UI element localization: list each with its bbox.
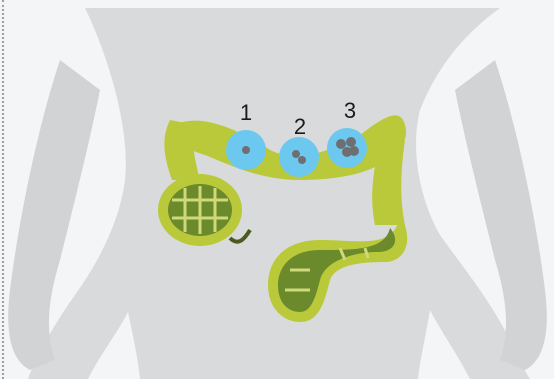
deposit-3-4 <box>349 146 359 156</box>
deposit-3-2 <box>346 137 356 147</box>
body-silhouette <box>28 8 530 379</box>
deposit-2-1 <box>292 150 300 158</box>
marker-label-2: 2 <box>294 114 306 139</box>
deposit-3-1 <box>336 139 346 149</box>
deposit-2-2 <box>298 156 306 164</box>
marker-ring-2 <box>279 137 319 177</box>
marker-label-1: 1 <box>240 100 252 125</box>
deposit-1-1 <box>242 146 250 154</box>
marker-label-3: 3 <box>344 98 356 123</box>
